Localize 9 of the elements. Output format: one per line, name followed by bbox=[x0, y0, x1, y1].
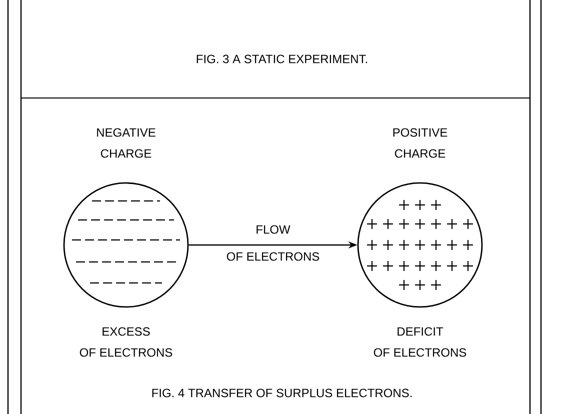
charge-circle-drawing bbox=[63, 182, 189, 308]
figure-caption: FIG. 4 TRANSFER OF SURPLUS ELECTRONS. bbox=[152, 388, 412, 398]
charge-circle-drawing bbox=[357, 182, 483, 308]
edge-label: FLOW OF ELECTRONS bbox=[226, 225, 320, 261]
figure-title: FIG. 3 A STATIC EXPERIMENT. bbox=[196, 54, 368, 64]
charge-label: EXCESS OF ELECTRONS bbox=[80, 327, 172, 357]
charge-label: NEGATIVE CHARGE bbox=[97, 128, 156, 158]
charge-label: POSITIVE CHARGE bbox=[393, 128, 448, 158]
charge-label: DEFICIT OF ELECTRONS bbox=[374, 327, 466, 357]
